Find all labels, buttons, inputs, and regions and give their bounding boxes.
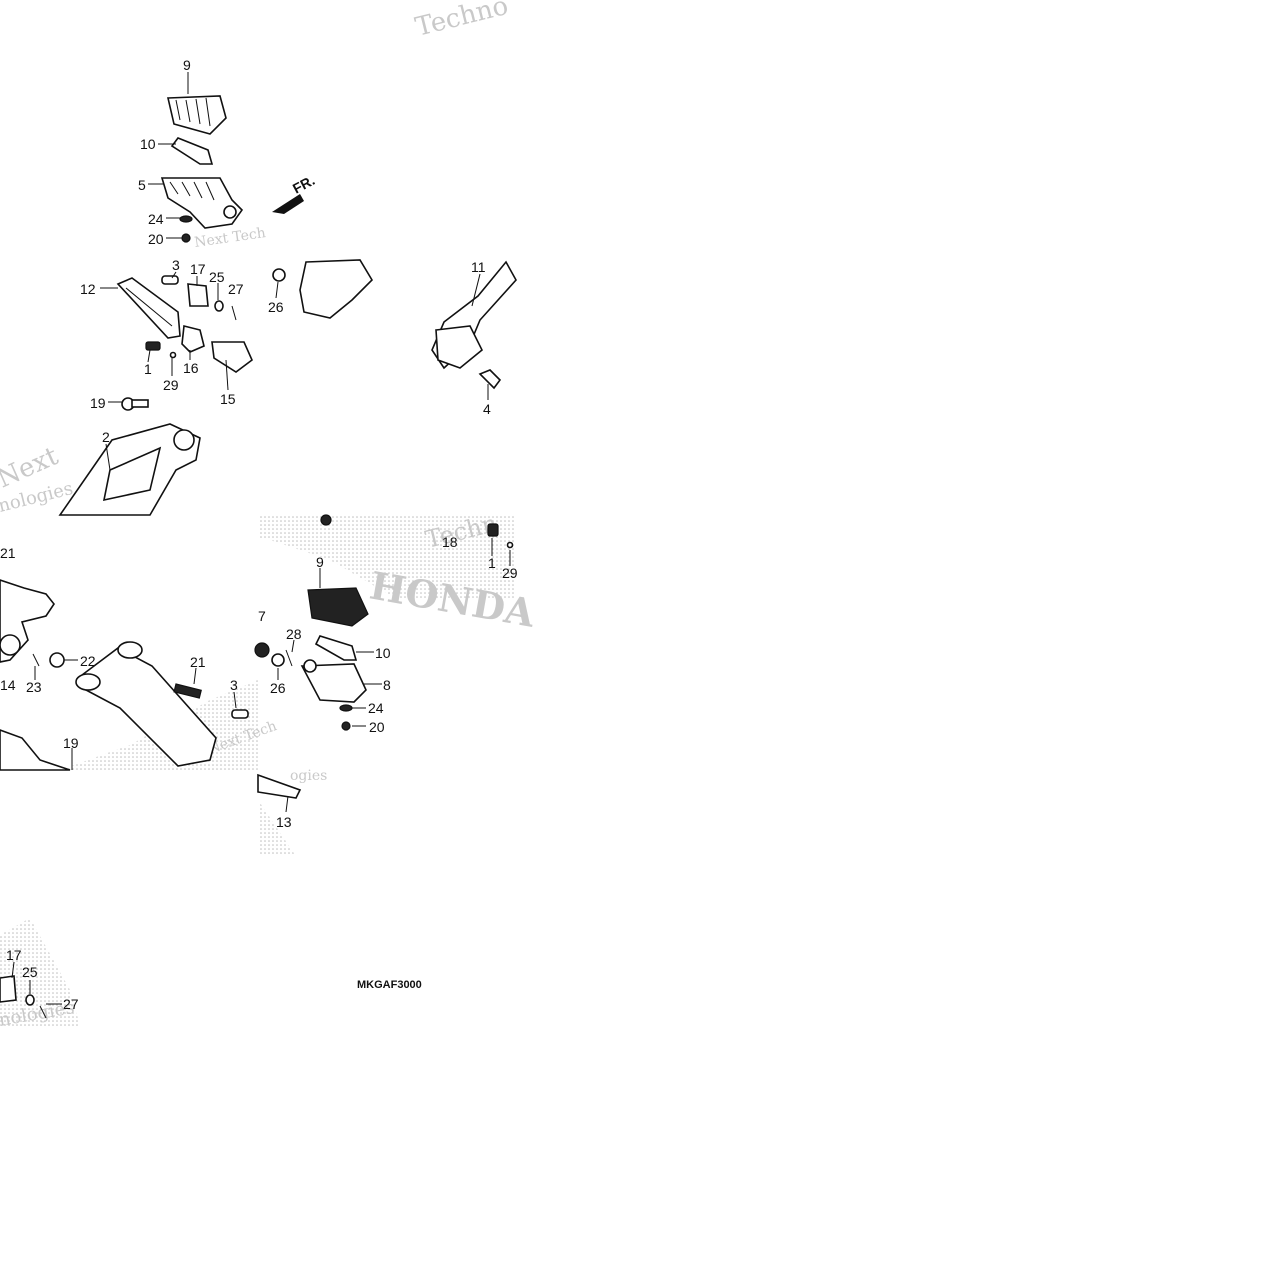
spring-1-lower: [487, 523, 499, 537]
callout-18: 18: [442, 534, 458, 550]
diagram-code: MKGAF3000: [357, 979, 422, 991]
arm-lower: [75, 641, 217, 767]
callout-3: 3: [230, 677, 238, 693]
callout-26: 26: [270, 680, 286, 696]
callout-28: 28: [286, 626, 302, 642]
callout-7: 7: [258, 608, 266, 624]
washer-24: [179, 215, 193, 223]
spring-28: [285, 649, 293, 667]
footpeg-rubber-upper: [167, 95, 227, 135]
callout-3: 3: [172, 257, 180, 273]
bolt-21-lower: [173, 683, 202, 699]
footpeg-5: [160, 177, 244, 229]
callout-20: 20: [148, 231, 164, 247]
callout-16: 16: [183, 360, 199, 376]
callout-4: 4: [483, 401, 491, 417]
washer-26-upper: [272, 268, 286, 282]
dotted-background-tile-4: [0, 918, 80, 1026]
callout-1: 1: [488, 555, 496, 571]
footpeg-rubber-lower: [307, 587, 369, 627]
callout-17: 17: [190, 261, 206, 277]
watermark: Techno: [412, 0, 511, 43]
callout-29: 29: [163, 377, 179, 393]
washer-25: [214, 300, 224, 312]
direction-arrow: FR.: [272, 172, 317, 214]
spring-1: [145, 341, 161, 351]
callout-27: 27: [228, 281, 244, 297]
callout-25: 25: [209, 269, 225, 285]
callout-25: 25: [22, 964, 38, 980]
washer-7: [254, 642, 270, 658]
footpeg-13: [257, 773, 302, 799]
callout-24: 24: [148, 211, 164, 227]
dotted-background-tile-1: [258, 515, 515, 598]
footpeg-8: [300, 659, 367, 703]
callout-21: 21: [0, 545, 16, 561]
arm-11: [431, 260, 517, 370]
callout-21: 21: [190, 654, 206, 670]
callout-19: 19: [90, 395, 106, 411]
callout-14: 14: [0, 677, 16, 693]
plate-upper: [170, 137, 214, 165]
footpeg-11-mount: [299, 259, 374, 319]
plate-lower: [314, 635, 358, 661]
tube-lower-left: [0, 729, 71, 771]
direction-label: FR.: [290, 172, 317, 197]
callout-26: 26: [268, 299, 284, 315]
callout-2: 2: [102, 429, 110, 445]
pin-23: [32, 653, 40, 667]
bolt-19-upper: [121, 397, 149, 411]
spring-27: [231, 305, 237, 321]
bracket-17: [187, 283, 209, 307]
ball-29-lower: [506, 541, 514, 549]
callout-labels: 9 10 5 24 20 3 17 25 27 12 1 29 16 15 19…: [0, 57, 518, 1012]
callout-9: 9: [183, 57, 191, 73]
washer-24-lower: [339, 704, 353, 712]
ball-29: [169, 351, 177, 359]
callout-10: 10: [375, 645, 391, 661]
callout-1: 1: [144, 361, 152, 377]
washer-25-lower: [25, 994, 35, 1006]
callout-24: 24: [368, 700, 384, 716]
pin-3-lower: [231, 709, 249, 719]
passenger-footpeg-12: [116, 277, 181, 339]
washer-26-lower: [271, 653, 285, 667]
stopper-16: [181, 325, 205, 353]
callout-12: 12: [80, 281, 96, 297]
callout-10: 10: [140, 136, 156, 152]
callout-29: 29: [502, 565, 518, 581]
nut-20: [181, 233, 191, 243]
watermark: ogies: [290, 768, 327, 784]
callout-8: 8: [383, 677, 391, 693]
callout-19: 19: [63, 735, 79, 751]
callout-20: 20: [369, 719, 385, 735]
nut-22: [49, 652, 65, 668]
callout-15: 15: [220, 391, 236, 407]
spring-27-lower: [39, 1005, 47, 1019]
callout-9: 9: [316, 554, 324, 570]
callout-17: 17: [6, 947, 22, 963]
dotted-background-tile-3: [258, 800, 295, 855]
callout-11: 11: [471, 259, 486, 275]
step-bracket-14: [0, 579, 55, 663]
pin-3: [161, 275, 179, 285]
callout-22: 22: [80, 653, 96, 669]
nut-20-lower: [341, 721, 351, 731]
callout-13: 13: [276, 814, 292, 830]
watermark: Next Tech: [193, 225, 266, 251]
callout-5: 5: [138, 177, 146, 193]
callout-27: 27: [63, 996, 79, 1012]
guard-15: [211, 341, 253, 373]
bolt-18: [320, 514, 332, 526]
bracket-17-lower: [0, 975, 17, 1003]
callout-23: 23: [26, 679, 42, 695]
step-bracket-2: [58, 423, 201, 516]
leader-lines: [11, 72, 511, 1005]
pin-4: [478, 369, 502, 390]
